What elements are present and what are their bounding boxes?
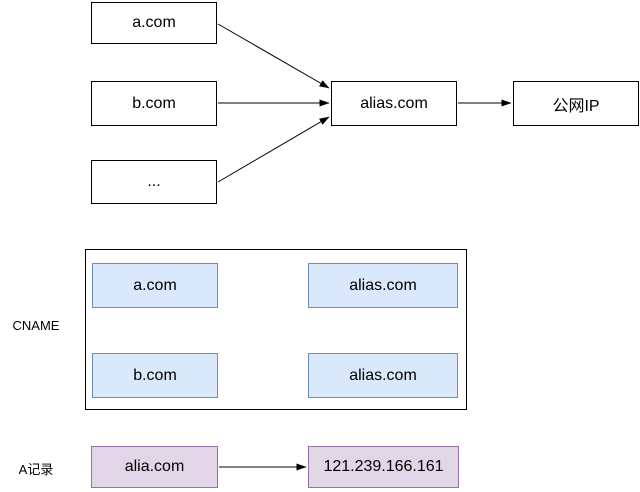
cname-node-alias-com-1: alias.com xyxy=(308,263,458,308)
node-a-com: a.com xyxy=(91,2,217,44)
cname-section-label: CNAME xyxy=(12,318,60,333)
arrow-dots-to-alias xyxy=(217,116,330,183)
arrow-acom-to-alias xyxy=(217,23,330,89)
node-ellipsis: ... xyxy=(91,160,217,204)
cname-node-a-com: a.com xyxy=(92,263,218,308)
node-public-ip: 公网IP xyxy=(513,81,639,126)
a-record-node-alia-com: alia.com xyxy=(91,446,218,488)
node-b-com: b.com xyxy=(91,81,217,126)
cname-node-alias-com-2: alias.com xyxy=(308,353,458,398)
cname-node-b-com: b.com xyxy=(92,353,218,398)
a-record-section-label: A记录 xyxy=(18,462,54,477)
a-record-node-ip: 121.239.166.161 xyxy=(308,446,459,488)
node-alias-com: alias.com xyxy=(331,81,457,126)
